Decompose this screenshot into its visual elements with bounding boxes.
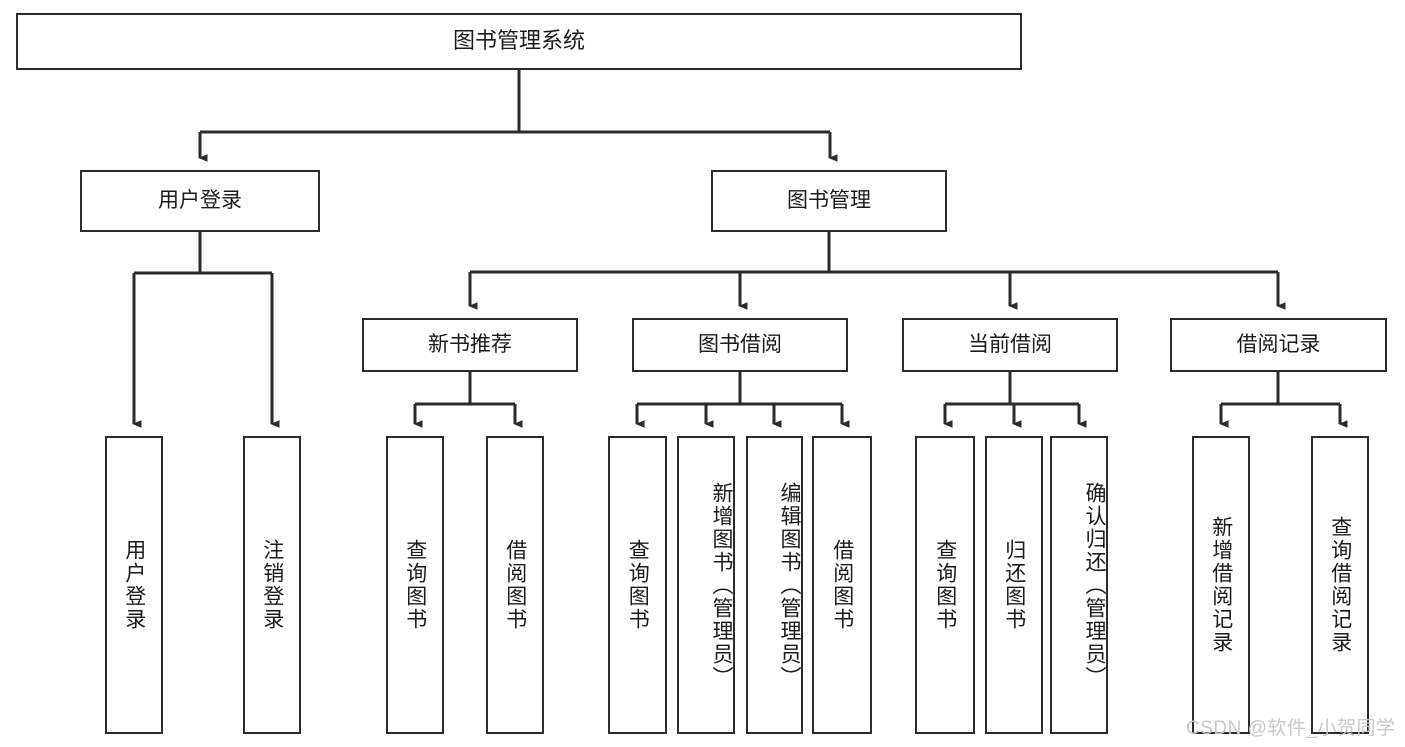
node-leaf-user-logout[interactable]: 注销登录: [243, 436, 301, 734]
node-leaf-borrow-book-2-label: 借阅图书: [830, 539, 854, 631]
node-leaf-query-record[interactable]: 查询借阅记录: [1311, 436, 1369, 734]
node-user-login[interactable]: 用户登录: [80, 170, 320, 232]
node-leaf-user-login[interactable]: 用户登录: [105, 436, 163, 734]
node-leaf-add-book[interactable]: 新增图书（管理员）: [677, 436, 735, 734]
node-leaf-borrow-book-1[interactable]: 借阅图书: [486, 436, 544, 734]
node-leaf-return-book-label: 归还图书: [1002, 539, 1026, 631]
node-leaf-confirm-return[interactable]: 确认归还（管理员）: [1050, 436, 1108, 734]
node-leaf-query-book-3[interactable]: 查询图书: [915, 436, 975, 734]
node-leaf-return-book[interactable]: 归还图书: [985, 436, 1043, 734]
node-leaf-add-record[interactable]: 新增借阅记录: [1192, 436, 1250, 734]
node-user-login-label: 用户登录: [158, 189, 242, 213]
node-leaf-add-record-label: 新增借阅记录: [1209, 516, 1233, 654]
node-book-manage[interactable]: 图书管理: [711, 170, 947, 232]
node-leaf-query-record-label: 查询借阅记录: [1328, 516, 1352, 654]
node-leaf-query-book-1[interactable]: 查询图书: [386, 436, 444, 734]
node-leaf-user-login-label: 用户登录: [122, 539, 146, 631]
node-book-borrow[interactable]: 图书借阅: [632, 318, 848, 372]
node-leaf-query-book-2-label: 查询图书: [626, 539, 650, 631]
node-leaf-query-book-3-label: 查询图书: [933, 539, 957, 631]
node-leaf-query-book-2[interactable]: 查询图书: [608, 436, 667, 734]
node-current-borrow-label: 当前借阅: [968, 333, 1052, 357]
node-root-label: 图书管理系统: [452, 28, 585, 54]
node-new-book-rec[interactable]: 新书推荐: [362, 318, 578, 372]
node-leaf-confirm-return-label: 确认归还（管理员）: [1083, 481, 1106, 689]
node-current-borrow[interactable]: 当前借阅: [902, 318, 1118, 372]
node-leaf-add-book-label: 新增图书（管理员）: [710, 481, 733, 689]
node-borrow-record-label: 借阅记录: [1236, 333, 1321, 357]
node-leaf-edit-book-label: 编辑图书（管理员）: [778, 481, 801, 689]
csdn-watermark: CSDN @软件_小贺同学: [1186, 718, 1396, 739]
node-leaf-borrow-book-2[interactable]: 借阅图书: [812, 436, 872, 734]
node-new-book-rec-label: 新书推荐: [428, 333, 512, 357]
node-leaf-query-book-1-label: 查询图书: [403, 539, 427, 631]
node-book-manage-label: 图书管理: [787, 189, 871, 213]
node-book-borrow-label: 图书借阅: [698, 333, 782, 357]
node-leaf-borrow-book-1-label: 借阅图书: [503, 539, 527, 631]
node-leaf-edit-book[interactable]: 编辑图书（管理员）: [746, 436, 803, 734]
node-leaf-user-logout-label: 注销登录: [260, 539, 284, 631]
node-root[interactable]: 图书管理系统: [16, 13, 1022, 70]
node-borrow-record[interactable]: 借阅记录: [1170, 318, 1387, 372]
